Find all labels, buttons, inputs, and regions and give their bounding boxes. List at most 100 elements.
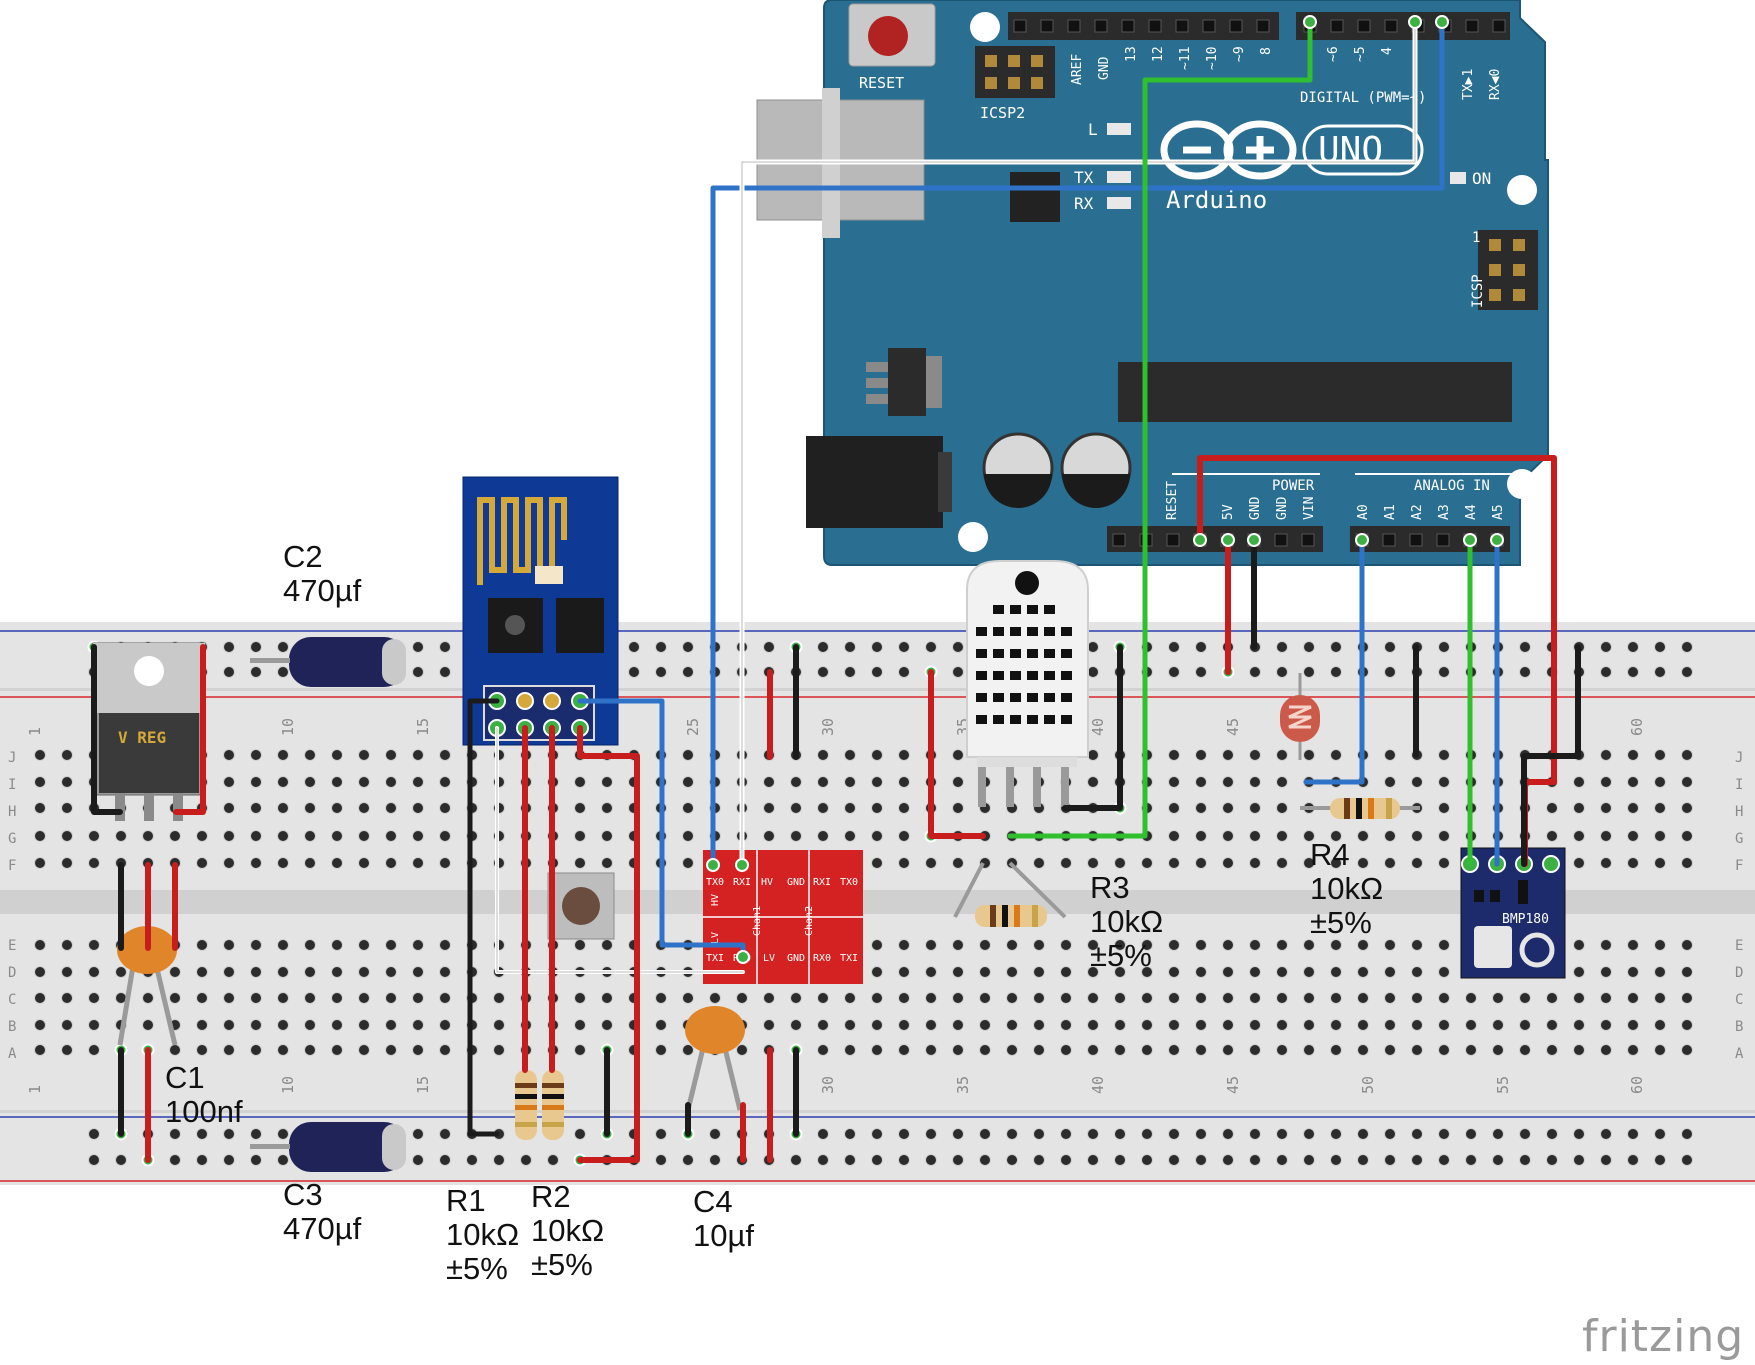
label-c3-value: 470µf: [283, 1211, 362, 1246]
label-r1-value: 10kΩ: [446, 1217, 520, 1252]
reset-label: RESET: [859, 74, 904, 92]
pin-label-9: ~9: [1232, 46, 1247, 62]
label-r3-name: R3: [1090, 870, 1130, 905]
label-c4: C4 10µf: [693, 1185, 754, 1253]
ls-gnd-top: GND: [787, 877, 805, 888]
letter-h-left: H: [8, 804, 16, 820]
led-l-label: L: [1088, 120, 1098, 139]
row-number-top-1: 1: [26, 727, 44, 736]
pin-label-gnd1: GND: [1248, 496, 1263, 520]
letter-f-left: F: [8, 858, 16, 874]
reset-button: [848, 3, 936, 67]
ls-tx0-left: TX0: [706, 877, 724, 888]
voltage-regulator: [92, 642, 206, 821]
row-number-top-25: 25: [684, 718, 702, 736]
pin-label-a1: A1: [1383, 504, 1398, 520]
label-c1: C1 100nf: [165, 1061, 243, 1129]
letter-f-right: F: [1735, 858, 1743, 874]
ls-side-hv: HV: [710, 894, 721, 906]
pin-label-12: 12: [1151, 46, 1166, 62]
level-shifter-labels: TX0 RXI HV GND RXI TX0 TXI RX0 LV GND RX…: [706, 877, 858, 964]
onboard-regulator: [866, 348, 942, 416]
ls-rx0-right: RX0: [813, 953, 831, 964]
analog-in-label: ANALOG IN: [1414, 478, 1490, 494]
letter-h-right: H: [1735, 804, 1743, 820]
pin-label-a5: A5: [1491, 504, 1506, 520]
resistor-r2: [542, 1070, 564, 1140]
pin-label-8: 8: [1259, 47, 1274, 55]
wire-white-esp-outline: [496, 727, 744, 973]
pin-label-rx0: RX◀0: [1488, 69, 1503, 100]
letter-d-right: D: [1735, 965, 1743, 981]
bmp180-label: BMP180: [1502, 912, 1549, 927]
pin-label-5v: 5V: [1221, 504, 1236, 520]
row-number-bottom-50: 50: [1359, 1076, 1377, 1094]
row-number-bottom-55: 55: [1494, 1076, 1512, 1094]
ls-hv: HV: [761, 877, 773, 888]
pin-label-a4: A4: [1464, 504, 1479, 520]
letter-a-left: A: [8, 1046, 17, 1062]
label-c4-value: 10µf: [693, 1218, 754, 1253]
wire-red-vreg-right: [173, 644, 206, 815]
icsp-pin1-label: 1: [1472, 230, 1480, 246]
ls-lv: LV: [763, 953, 775, 964]
row-number-bottom-30: 30: [819, 1076, 837, 1094]
esp8266-module: [462, 476, 619, 746]
atmega-chip: [1118, 362, 1512, 422]
uno-text: UNO: [1318, 130, 1383, 171]
fritzing-logo: fritzing: [1582, 1311, 1745, 1362]
on-label: ON: [1472, 169, 1491, 188]
ls-txi-left: TXI: [706, 953, 724, 964]
row-number-bottom-40: 40: [1089, 1076, 1107, 1094]
label-r3-value: 10kΩ: [1090, 904, 1164, 939]
power-analog-pins: [1112, 533, 1504, 547]
level-shifter: [703, 850, 863, 984]
capacitor-c3: [250, 1122, 406, 1172]
pin-label-5: ~5: [1353, 46, 1368, 62]
wires: [91, 19, 1581, 1163]
label-c3: C3 470µf: [283, 1178, 361, 1246]
pin-label-11: ~11: [1178, 47, 1193, 70]
icsp2-header: [975, 46, 1055, 98]
row-number-top-30: 30: [819, 718, 837, 736]
pin-label-a2: A2: [1410, 504, 1425, 520]
row-number-bottom-35: 35: [954, 1076, 972, 1094]
arduino-brand-text: Arduino: [1166, 186, 1267, 214]
label-c2-value: 470µf: [283, 573, 362, 608]
row-number-top-60: 60: [1628, 718, 1646, 736]
label-r4-tolerance: ±5%: [1310, 905, 1372, 940]
letter-j-right: J: [1735, 750, 1743, 766]
push-button: [547, 872, 615, 940]
resistor-r4: [1300, 798, 1420, 819]
barrel-jack: [806, 436, 952, 528]
pin-label-13: 13: [1124, 46, 1139, 62]
row-number-bottom-45: 45: [1224, 1076, 1242, 1094]
letter-e-left: E: [8, 938, 16, 954]
row-number-bottom-1: 1: [26, 1085, 44, 1094]
icsp-label: ICSP: [1470, 274, 1486, 308]
photoresistor: [1280, 673, 1320, 760]
letter-a-right: A: [1735, 1046, 1744, 1062]
digital-label: DIGITAL (PWM=~): [1300, 90, 1426, 106]
pin-label-gnd2: GND: [1275, 496, 1290, 520]
label-c3-name: C3: [283, 1177, 323, 1212]
capacitor-c4: [685, 1006, 745, 1111]
icsp2-label: ICSP2: [980, 104, 1025, 122]
wire-black-dht: [1062, 644, 1123, 811]
label-c1-name: C1: [165, 1060, 205, 1095]
label-r2: R2 10kΩ ±5%: [531, 1180, 604, 1282]
analog-header: [1350, 526, 1510, 552]
label-r1: R1 10kΩ ±5%: [446, 1184, 519, 1286]
row-number-bottom-15: 15: [414, 1076, 432, 1094]
pin-label-4: 4: [1380, 47, 1395, 55]
tx-label: TX: [1074, 168, 1094, 187]
label-c2: C2 470µf: [283, 540, 361, 608]
dht22-sensor: [966, 560, 1089, 807]
row-number-top-10: 10: [279, 718, 297, 736]
letter-b-left: B: [8, 1019, 16, 1035]
power-label: POWER: [1272, 478, 1315, 494]
rx-label: RX: [1074, 194, 1094, 213]
power-pin-labels: RESET 5V GND GND VIN A0 A1 A2 A3 A4 A5: [1165, 481, 1506, 520]
label-r2-value: 10kΩ: [531, 1213, 605, 1248]
capacitor-c2: [250, 637, 406, 687]
